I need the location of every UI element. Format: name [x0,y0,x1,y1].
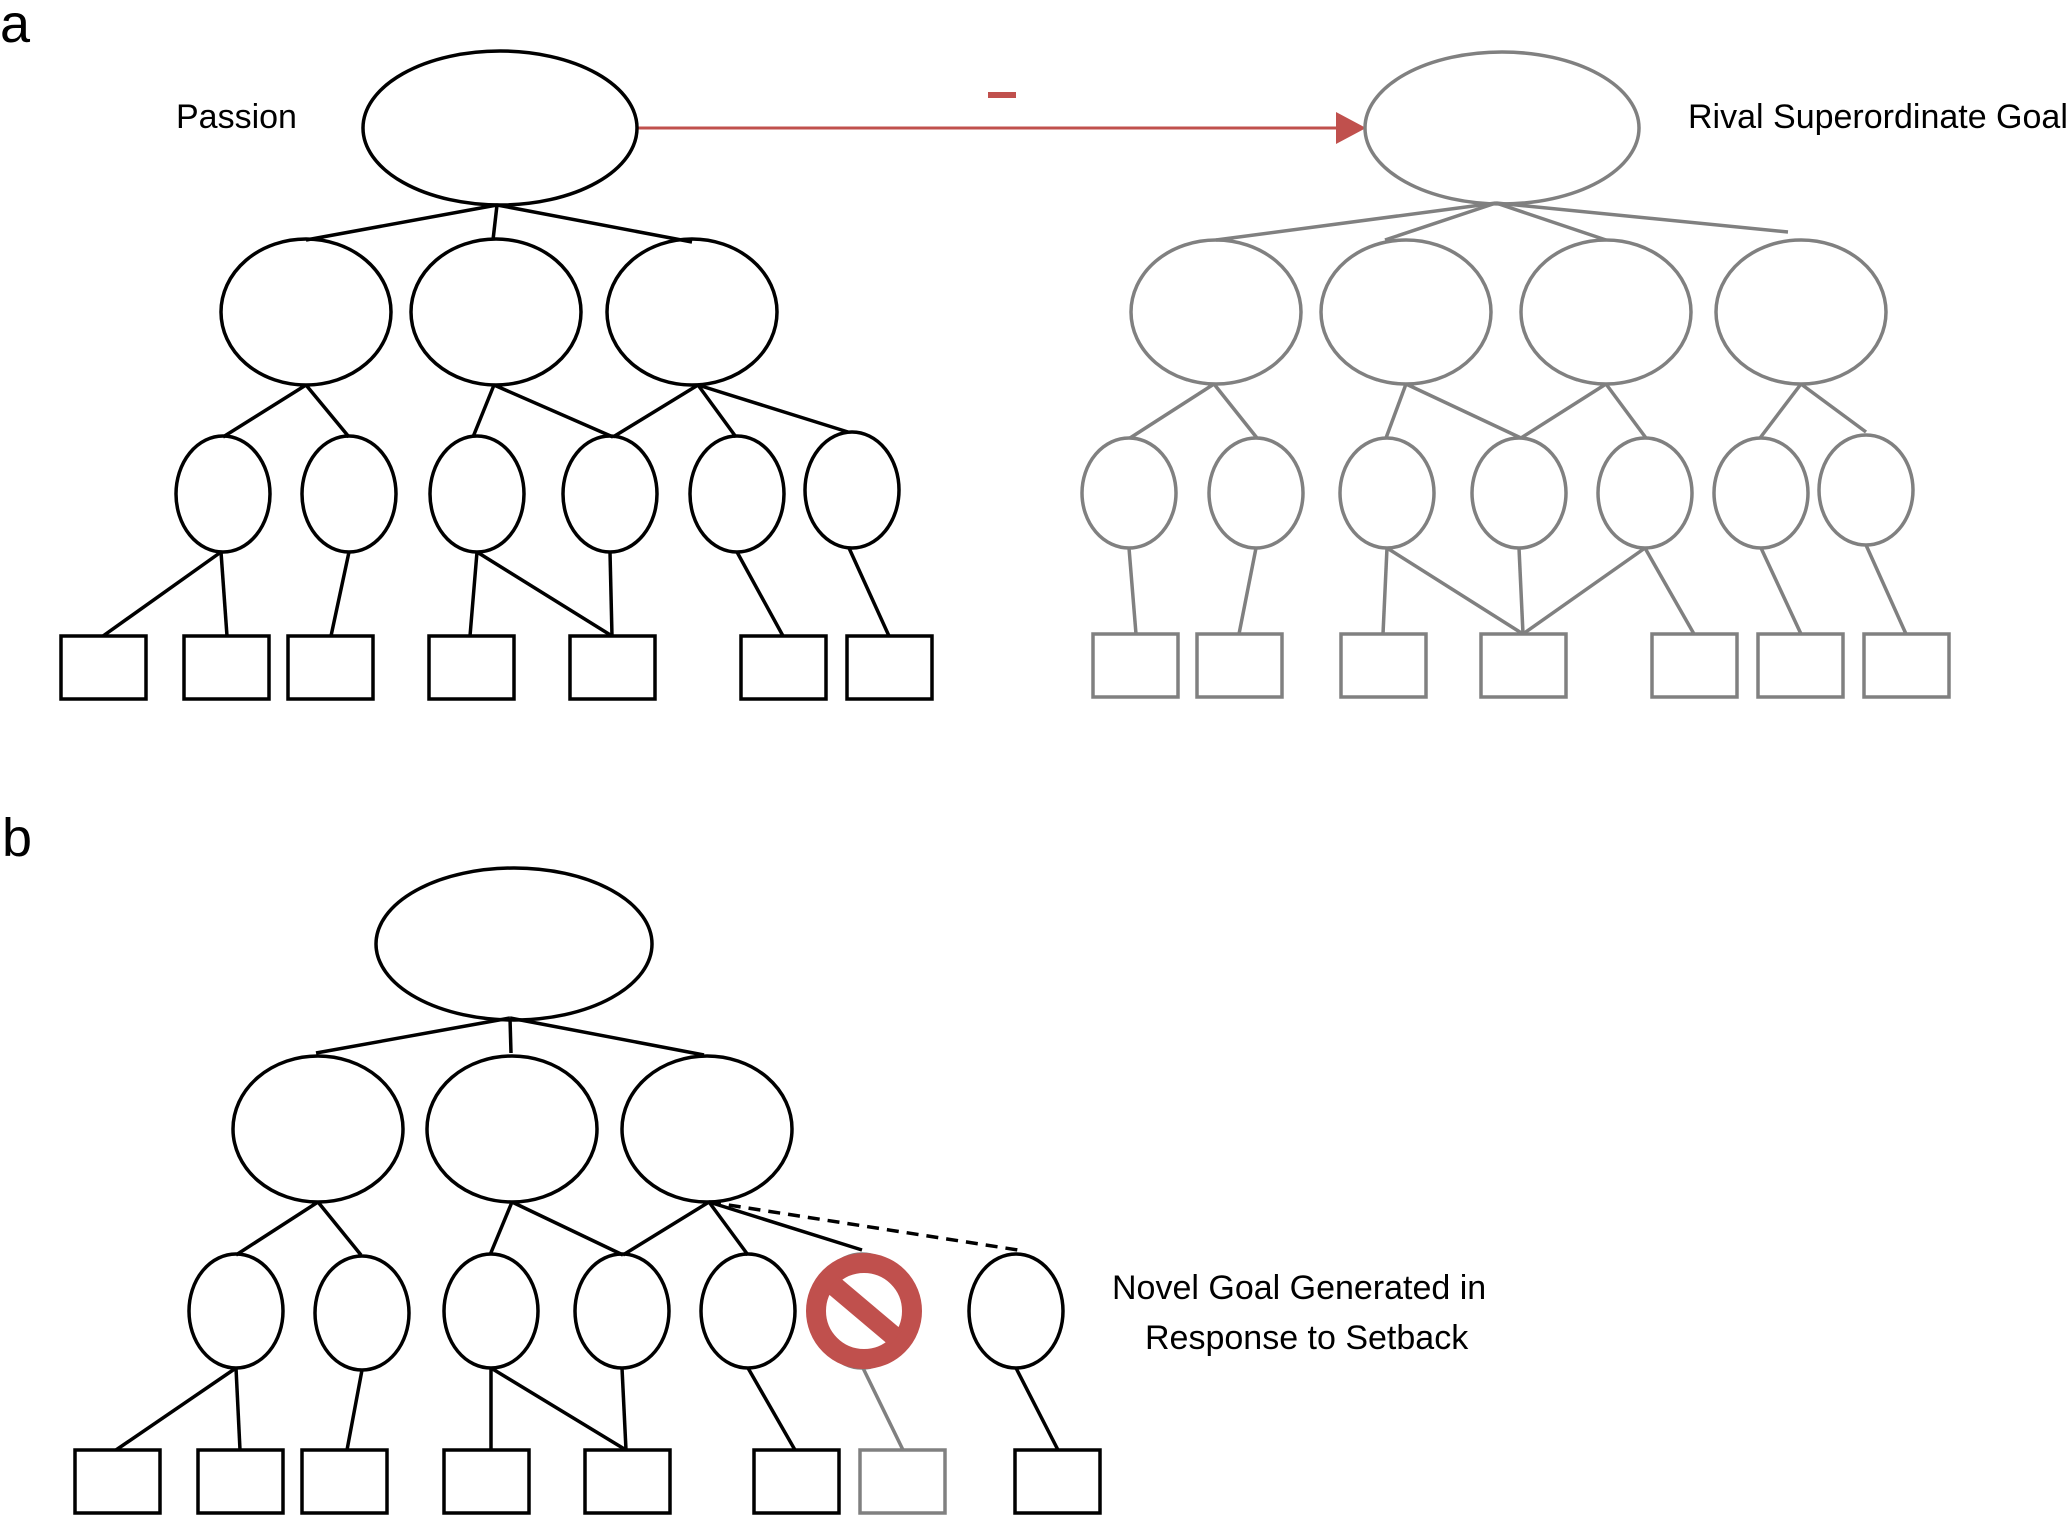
goal-node [1519,238,1693,386]
subgoal-node [1596,436,1694,550]
action-node [845,634,934,701]
subgoal-node [561,434,659,554]
subgoal-node [573,1252,671,1370]
passion-label: Passion [176,98,297,136]
subgoal-node [174,434,272,554]
goal-node [1714,238,1888,386]
prohibited-icon [806,1253,922,1369]
action-node [1862,632,1951,699]
novel-goal-node [967,1252,1065,1370]
action-node [1013,1448,1102,1515]
action-node [739,634,828,701]
subgoal-node [1338,436,1436,550]
goal-node [620,1054,794,1204]
minus-sign [988,92,1016,98]
goal-node [1319,238,1493,386]
action-node [568,634,657,701]
action-node [752,1448,841,1515]
arrowhead [1336,112,1366,144]
novel-goal-label-line2: Response to Setback [1145,1319,1469,1357]
goal-node [1129,238,1303,386]
action-node [196,1448,285,1515]
passion-node [361,49,639,207]
subgoal-node [187,1252,285,1370]
subgoal-node [688,434,786,554]
action-node [1756,632,1845,699]
action-node [1091,632,1180,699]
novel-goal-label: Novel Goal Generated in Response to Setb… [1112,1269,1496,1357]
blocked-action-node [858,1448,947,1515]
subgoal-node [1080,436,1178,550]
inhibitory-arrow [638,92,1366,144]
action-node [73,1448,162,1515]
goal-node [425,1054,599,1204]
subgoal-node [699,1252,797,1370]
action-node [427,634,516,701]
subgoal-node [1712,436,1810,550]
subgoal-node [1817,433,1915,547]
subgoal-node [442,1252,540,1370]
goal-node [605,237,779,387]
action-node [182,634,271,701]
novel-goal-label-line1: Novel Goal Generated in [1112,1269,1486,1307]
action-node [1479,632,1568,699]
passion-tree [59,49,934,701]
action-node [1195,632,1284,699]
subgoal-node [803,430,901,550]
goal-node [409,237,583,387]
action-node [1339,632,1428,699]
panel-a: a Passion Rival Superordinate Goal [0,0,2068,701]
subgoal-node [428,434,526,554]
action-node [442,1448,531,1515]
rival-superordinate-goal-label: Rival Superordinate Goal [1688,98,2068,136]
action-node [1650,632,1739,699]
panel-b: b Novel Goal Generated in Response to Se… [2,808,1496,1515]
goal-node [231,1054,405,1204]
goal-node [219,237,393,387]
action-node [286,634,375,701]
subgoal-node [1470,436,1568,550]
action-node [59,634,148,701]
action-node [300,1448,389,1515]
setback-tree [73,866,1102,1515]
panel-b-letter: b [2,808,32,868]
rival-goal-node [1363,50,1641,206]
rival-tree [1080,50,1951,699]
subgoal-node [1207,436,1305,550]
action-node [583,1448,672,1515]
passion-node [374,866,654,1022]
panel-a-letter: a [0,0,31,54]
subgoal-node [300,434,398,554]
subgoal-node [313,1254,411,1372]
